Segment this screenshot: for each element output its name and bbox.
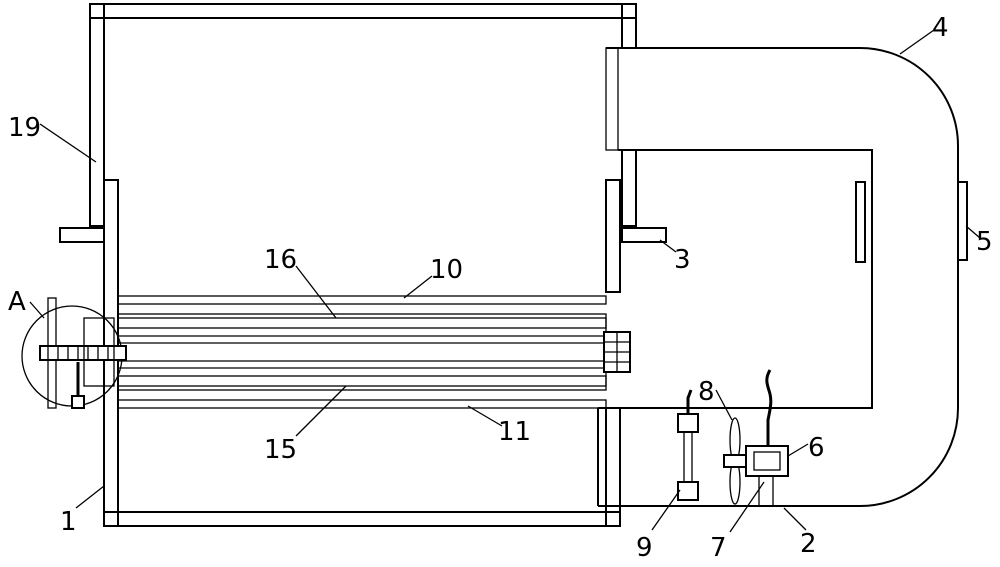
upper-tank-19 [89,3,637,227]
detail-a [21,297,127,409]
lower-housing-1 [103,179,621,527]
fan-8 [723,417,747,505]
label-2: 2 [800,529,817,559]
label-3: 3 [674,245,691,275]
label-19: 19 [8,113,41,143]
filter-9 [677,389,699,501]
roller-assembly [117,313,607,391]
leader-lines [29,29,981,533]
label-8: 8 [698,377,715,407]
label-a: A [8,287,26,317]
label-9: 9 [636,533,653,563]
duct-pipe-4 [597,47,959,507]
label-16: 16 [264,245,297,275]
filter-screen-11 [117,399,607,409]
mounting-lugs-3 [59,227,667,243]
motor-6 [745,369,789,477]
label-10: 10 [430,255,463,285]
label-6: 6 [808,433,825,463]
filter-screen-10 [117,295,607,305]
label-5: 5 [976,227,993,257]
label-11: 11 [498,417,531,447]
reference-labels: 19 3 4 5 16 10 A 15 11 1 8 6 9 7 2 [8,13,993,563]
label-15: 15 [264,435,297,465]
label-1: 1 [60,507,77,537]
window-5 [855,181,968,263]
label-7: 7 [710,533,727,563]
right-coupling [603,331,631,373]
bracket-7 [758,475,774,507]
label-4: 4 [932,13,949,43]
